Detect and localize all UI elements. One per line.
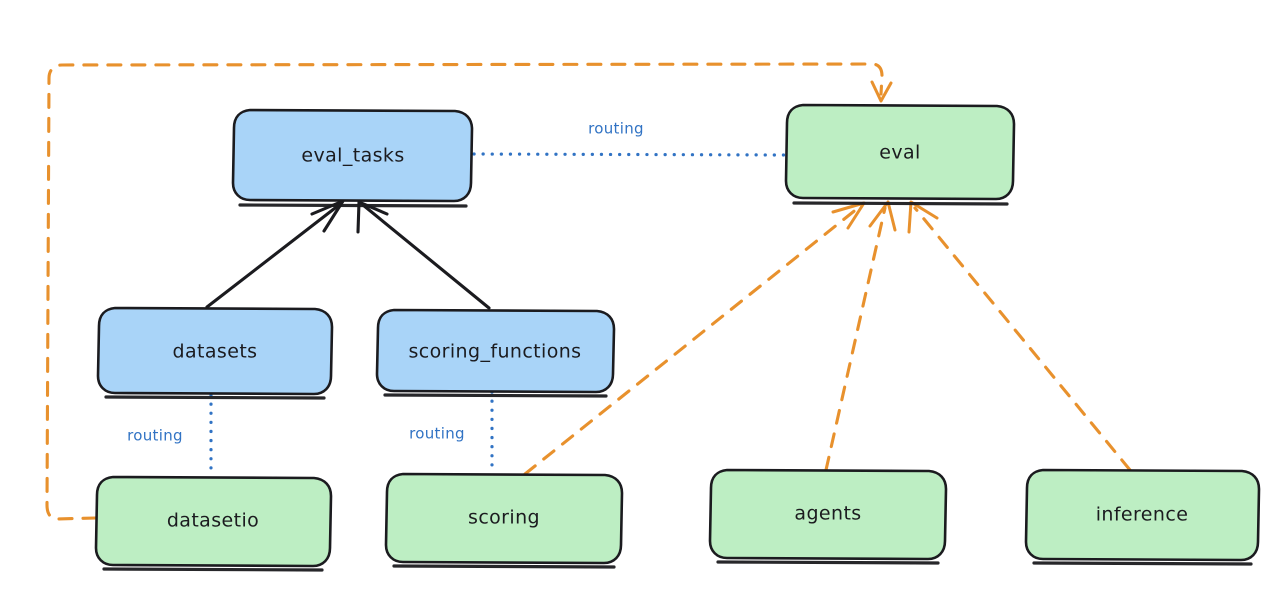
node-scoring_functions-label: scoring_functions	[409, 341, 582, 363]
edge-eval_tasks-to-eval[interactable]	[472, 152, 787, 157]
edge-label-routing-scoring_functions-scoring: routing	[409, 425, 465, 443]
node-scoring_functions[interactable]: scoring_functions	[375, 308, 616, 398]
edge-scoring_functions-to-eval_tasks[interactable]	[356, 200, 491, 310]
edges-layer	[45, 62, 1132, 521]
node-scoring-fill	[386, 474, 622, 563]
node-datasetio[interactable]: datasetio	[94, 475, 333, 572]
node-datasets-label: datasets	[173, 341, 258, 363]
node-datasetio-fill	[96, 477, 331, 566]
node-eval[interactable]: eval	[784, 103, 1016, 206]
node-agents-label: agents	[794, 503, 861, 525]
node-agents[interactable]: agents	[708, 468, 948, 565]
node-inference-label: inference	[1096, 504, 1189, 526]
node-eval-label: eval	[879, 142, 920, 164]
node-scoring[interactable]: scoring	[384, 472, 624, 569]
node-agents-fill	[710, 470, 946, 559]
node-eval_tasks[interactable]: eval_tasks	[231, 108, 474, 208]
node-scoring_functions-fill	[377, 310, 614, 392]
node-eval_tasks-fill	[233, 110, 472, 201]
edge-agents-to-eval[interactable]	[824, 200, 897, 472]
node-datasets[interactable]: datasets	[96, 306, 334, 400]
edge-datasetio-to-eval[interactable]	[45, 62, 893, 521]
edge-labels-layer: routing routing routing	[127, 120, 644, 445]
node-eval_tasks-label: eval_tasks	[301, 145, 404, 167]
edge-datasets-to-eval_tasks[interactable]	[205, 199, 345, 309]
node-scoring-label: scoring	[468, 507, 540, 529]
edge-label-routing-eval_tasks-eval: routing	[588, 120, 644, 138]
edge-label-routing-datasets-datasetio: routing	[127, 427, 183, 445]
node-eval-fill	[786, 105, 1014, 199]
node-inference[interactable]: inference	[1024, 468, 1261, 566]
node-datasets-fill	[98, 308, 332, 394]
edge-inference-to-eval[interactable]	[907, 200, 1132, 472]
node-datasetio-label: datasetio	[167, 510, 259, 532]
node-inference-fill	[1026, 470, 1259, 560]
